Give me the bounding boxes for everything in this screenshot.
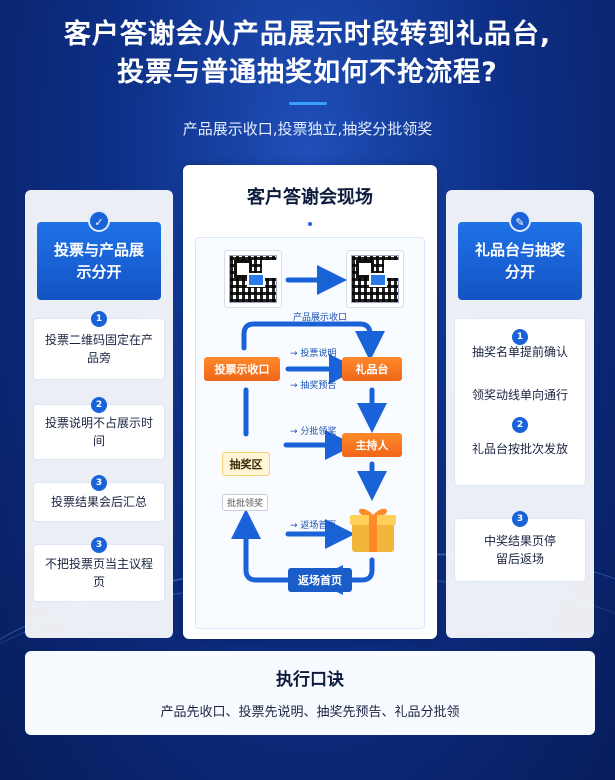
right-card-text: 领奖动线单向通行 [471, 388, 568, 402]
node-vote-close: 投票示收口 [204, 357, 280, 381]
right-card-4: 3 中奖结果页停留后返场 [454, 511, 586, 582]
label-lottery-preview: → 抽奖预告 [290, 381, 337, 391]
step-badge: 1 [512, 329, 528, 345]
footer-panel: 执行口诀 产品先收口、投票先说明、抽奖先预告、礼品分批领 [25, 651, 595, 735]
right-card-group: 1 抽奖名单提前确认 领奖动线单向通行 2 礼品台按批次发放 [454, 318, 586, 486]
qr-code-icon [229, 255, 277, 303]
qr-code-left [224, 250, 282, 308]
label-batch-claim: → 分批领奖 [290, 427, 337, 437]
gift-tag-icon: ✎ [509, 210, 531, 232]
left-panel: ✓ 投票与产品展示分开 1 投票二维码固定在产品旁 2 投票说明不占展示时间 3… [25, 190, 173, 638]
page-subtitle: 产品展示收口,投票独立,抽奖分批领奖 [182, 120, 433, 138]
right-card-text: 中奖结果页停留后返场 [483, 534, 556, 566]
flow-diagram: 产品展示收口 投票示收口 礼品台 主持人 [195, 237, 425, 629]
step-badge: 3 [91, 537, 107, 553]
footer-title: 执行口诀 [276, 670, 344, 690]
right-card-text: 礼品台按批次发放 [471, 442, 568, 456]
left-card-4: 3 不把投票页当主议程页 [33, 537, 165, 602]
divider-dot [308, 222, 312, 226]
right-card-1: 1 抽奖名单提前确认 [455, 319, 585, 375]
tag-batch: 批批领奖 [222, 494, 269, 511]
step-badge: 3 [512, 511, 528, 527]
left-card-text: 投票说明不占展示时间 [44, 416, 153, 448]
node-return-home: 返场首页 [288, 568, 352, 592]
left-card-2: 2 投票说明不占展示时间 [33, 397, 165, 460]
qr-code-icon [351, 255, 399, 303]
arrow-to-home [313, 557, 375, 595]
step-badge: 2 [91, 397, 107, 413]
ballot-icon: ✓ [88, 210, 110, 232]
node-lottery-zone: 抽奖区 [222, 452, 270, 476]
left-card-3: 3 投票结果会后汇总 [33, 475, 165, 522]
node-host: 主持人 [342, 433, 402, 457]
qr-caption: 产品展示收口 [293, 313, 348, 323]
left-card-text: 投票二维码固定在产品旁 [44, 333, 153, 365]
step-badge: 3 [91, 475, 107, 491]
right-panel-heading: 礼品台与抽奖分开 [458, 222, 582, 300]
left-card-text: 投票结果会后汇总 [50, 495, 147, 509]
title-line-2: 投票与普通抽奖如何不抢流程? [117, 57, 498, 88]
right-card-2: 领奖动线单向通行 [455, 375, 585, 415]
right-panel: ✎ 礼品台与抽奖分开 1 抽奖名单提前确认 领奖动线单向通行 2 礼品台按批次发… [446, 190, 594, 638]
label-return-home: → 返场首页 [290, 521, 337, 531]
title-line-1: 客户答谢会从产品展示时段转到礼品台, [63, 19, 552, 50]
footer-text: 产品先收口、投票先说明、抽奖先预告、礼品分批领 [160, 705, 460, 720]
step-badge: 1 [91, 311, 107, 327]
label-vote-note: → 投票说明 [290, 349, 337, 359]
arrow-loop-bottom [231, 509, 291, 583]
flow-arrows [231, 265, 387, 595]
left-card-text: 不把投票页当主议程页 [44, 557, 153, 589]
page-title: 客户答谢会从产品展示时段转到礼品台, 投票与普通抽奖如何不抢流程? [0, 16, 615, 92]
step-badge: 2 [512, 417, 528, 433]
title-underline [289, 102, 327, 105]
center-title: 客户答谢会现场 [247, 187, 373, 208]
center-panel: 客户答谢会现场 产品展示收口 [183, 165, 437, 639]
left-card-1: 1 投票二维码固定在产品旁 [33, 311, 165, 380]
left-panel-heading: 投票与产品展示分开 [37, 222, 161, 300]
right-card-3: 2 礼品台按批次发放 [455, 415, 585, 475]
gift-box-icon [350, 508, 396, 552]
node-gift-desk: 礼品台 [342, 357, 402, 381]
right-card-text: 抽奖名单提前确认 [471, 345, 568, 359]
arrow-loop-top [241, 321, 385, 361]
